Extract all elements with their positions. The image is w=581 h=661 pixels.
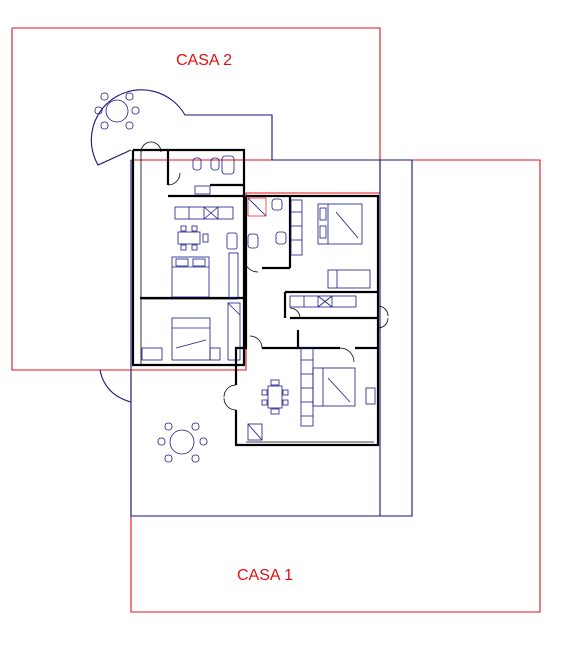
outdoor-table-casa2: [94, 92, 140, 130]
casa2-walls: [131, 148, 246, 367]
casa2-garden-boundary: [90, 89, 412, 166]
casa1-garden-boundary: [130, 160, 413, 517]
lot-boundaries: [11, 27, 541, 613]
casa2-lot-boundary: [11, 27, 381, 371]
outdoor-table-casa1: [157, 422, 208, 463]
casa2-furniture: [141, 155, 241, 361]
door-swings: [140, 141, 389, 411]
casa1-walls: [234, 194, 380, 447]
casa1-furniture: [247, 197, 376, 441]
casa2-label: CASA 2: [176, 52, 233, 69]
casa1-label: CASA 1: [237, 567, 294, 584]
casa2-garden-lower-curve: [99, 369, 132, 403]
